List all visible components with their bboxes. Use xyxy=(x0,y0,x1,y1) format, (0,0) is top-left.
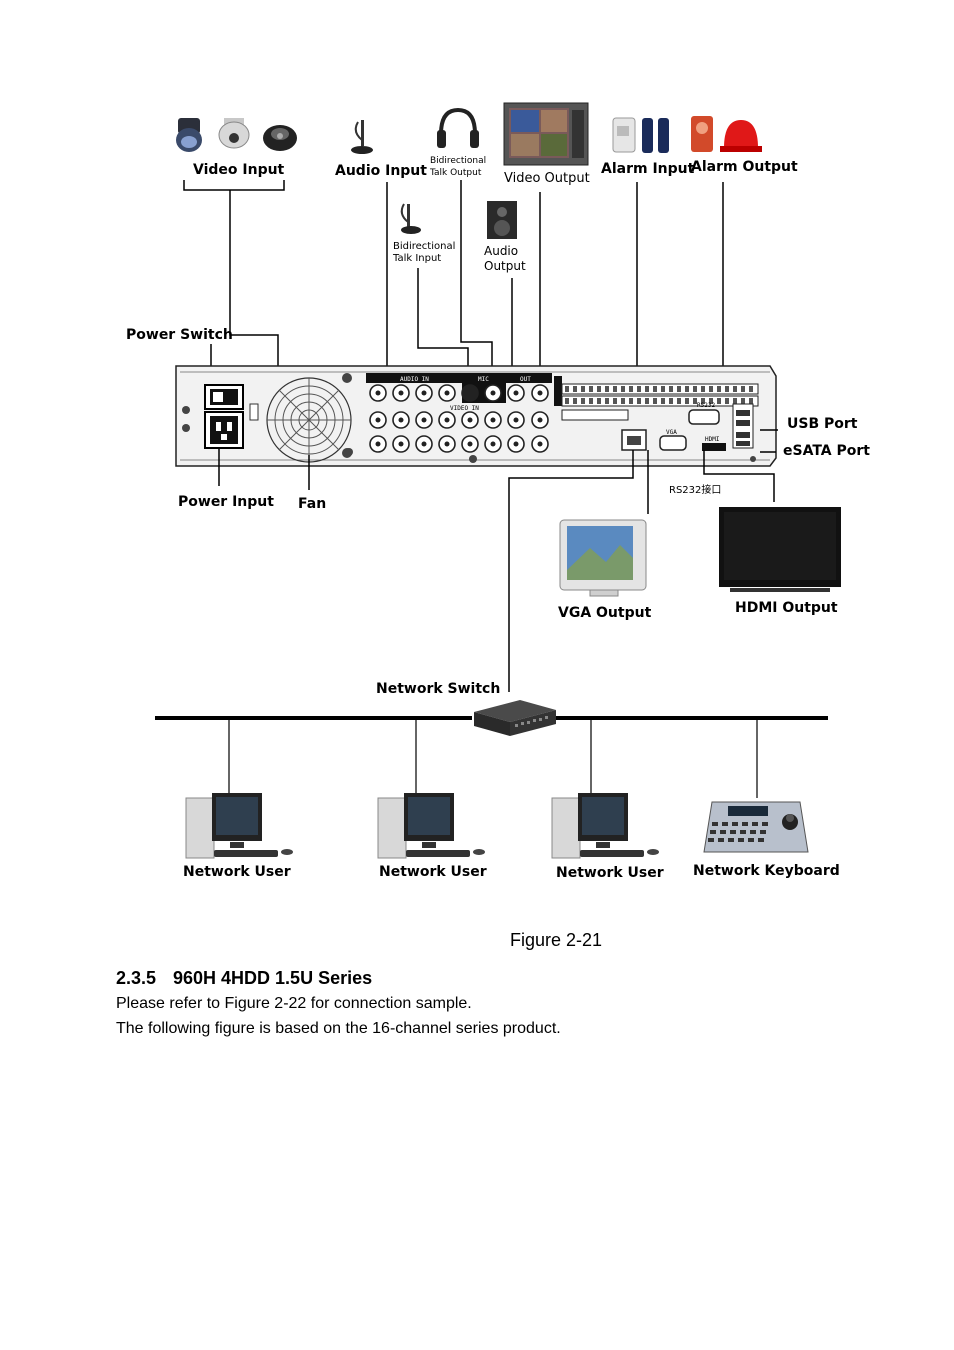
hdmi-port xyxy=(702,443,726,451)
power-input-label: Power Input xyxy=(178,494,274,510)
network-user-pc-icon-2 xyxy=(377,793,485,859)
video-input-cameras xyxy=(176,118,297,152)
microphone-talk-input-icon xyxy=(400,203,421,234)
power-switch-label: Power Switch xyxy=(126,327,233,343)
video-in-mark: VIDEO IN xyxy=(450,405,479,412)
section-number: 2.3.5 xyxy=(116,968,157,988)
network-user-label-1: Network User xyxy=(183,864,291,880)
audio-in-mark: AUDIO IN xyxy=(400,376,429,383)
mic-mark: MIC xyxy=(478,376,489,383)
section-heading: 2.3.5 960H 4HDD 1.5U Series xyxy=(116,968,372,989)
network-switch-label: Network Switch xyxy=(376,681,500,697)
audio-output-label-2: Output xyxy=(484,259,526,273)
dome-camera-icon xyxy=(263,125,297,151)
speed-dome-camera-icon xyxy=(176,118,202,152)
network-user-pc-icon-1 xyxy=(185,793,293,859)
hdmi-tv-icon xyxy=(719,507,841,592)
fan-label: Fan xyxy=(298,496,326,512)
vga-panel-mark: VGA xyxy=(666,429,677,436)
rs232-port xyxy=(688,409,720,425)
network-user-pc-icon-3 xyxy=(551,793,659,859)
network-keyboard-label: Network Keyboard xyxy=(693,863,840,879)
video-input-bracket xyxy=(183,180,285,191)
bidir-talk-output-label-2: Talk Output xyxy=(429,168,482,178)
vga-port xyxy=(659,435,687,451)
network-keyboard-icon xyxy=(703,801,809,853)
network-switch-icon xyxy=(474,700,556,736)
ptz-camera-icon xyxy=(218,118,250,149)
hdmi-output-label: HDMI Output xyxy=(735,600,838,616)
alarm-input-sensors-icon xyxy=(612,117,669,153)
paragraph-2: The following figure is based on the 16-… xyxy=(116,1020,561,1037)
usb-esata-ports xyxy=(732,403,754,449)
bidir-talk-input-label-2: Talk Input xyxy=(392,253,441,264)
esata-port-label: eSATA Port xyxy=(783,443,870,459)
rs232-panel-mark: RS232 xyxy=(697,402,715,409)
fan-grille xyxy=(266,377,352,463)
usb-port-label: USB Port xyxy=(787,416,858,432)
dvr-rear-panel: AUDIO IN MIC OUT VIDEO IN xyxy=(175,365,777,467)
out-mark: OUT xyxy=(520,376,531,383)
speaker-icon xyxy=(487,201,517,239)
microphone-icon xyxy=(351,120,373,154)
bidir-talk-output-label-1: Bidirectional xyxy=(430,156,486,166)
hdmi-panel-mark: HDMI xyxy=(705,436,720,443)
bidir-talk-input-label-1: Bidirectional xyxy=(393,241,455,252)
network-drop-lines xyxy=(228,720,758,798)
power-inlet xyxy=(204,411,244,449)
bnc-pins xyxy=(375,390,543,447)
network-user-label-2: Network User xyxy=(379,864,487,880)
top-connection-lines xyxy=(210,180,724,425)
rs232-label: RS232接口 xyxy=(669,483,721,496)
section-title: 960H 4HDD 1.5U Series xyxy=(173,968,373,988)
bottom-connection-lines xyxy=(218,448,775,692)
connection-diagram: Video Input Audio Input Bidirectional Ta… xyxy=(126,102,870,881)
power-switch xyxy=(204,384,244,410)
vga-output-label: VGA Output xyxy=(558,605,652,621)
paragraph-1: Please refer to Figure 2-22 for connecti… xyxy=(116,995,472,1012)
audio-output-label-1: Audio xyxy=(484,244,518,258)
monitor-video-output-icon xyxy=(503,102,589,166)
alarm-terminal-blocks xyxy=(561,383,759,421)
video-input-label: Video Input xyxy=(193,162,285,178)
network-user-label-3: Network User xyxy=(556,865,664,881)
video-output-label: Video Output xyxy=(504,171,590,186)
vga-crt-monitor-icon xyxy=(559,519,647,597)
alarm-input-label: Alarm Input xyxy=(601,161,695,177)
figure-caption: Figure 2-21 xyxy=(510,930,603,950)
alarm-output-label: Alarm Output xyxy=(691,159,798,175)
headphones-icon xyxy=(437,107,479,148)
audio-input-label: Audio Input xyxy=(335,163,427,179)
alarm-output-devices-icon xyxy=(691,116,762,152)
